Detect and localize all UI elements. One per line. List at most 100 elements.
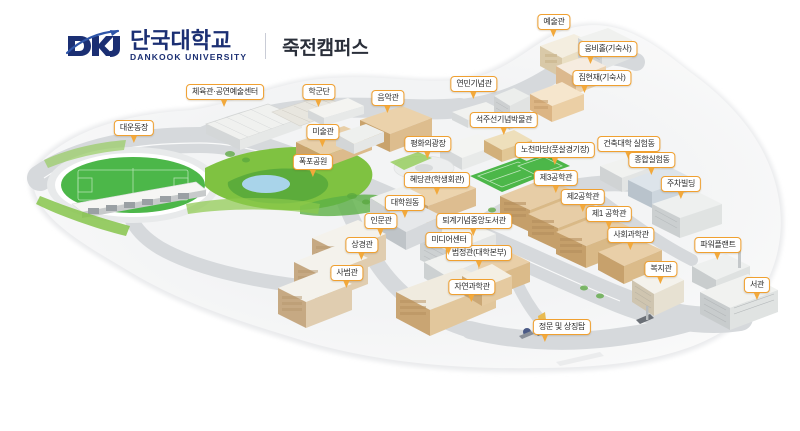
map-label-text: 제2공학관 xyxy=(560,189,606,205)
map-label-text: 자연과학관 xyxy=(448,279,496,295)
map-label-text: 복지관 xyxy=(644,261,678,277)
main-stadium xyxy=(47,147,219,223)
map-label-pointer-icon xyxy=(130,136,137,143)
map-label-seokjuseon-museum[interactable]: 석주선기념박물관 xyxy=(469,112,539,135)
map-label-pointer-icon xyxy=(605,222,612,229)
map-label-text: 웅비홀(기숙사) xyxy=(578,41,638,57)
map-label-pointer-icon xyxy=(586,57,593,64)
campus-name: 죽전캠퍼스 xyxy=(282,37,369,59)
map-label-pointer-icon xyxy=(657,277,664,284)
map-label-pointer-icon xyxy=(470,92,477,99)
map-label-pokpo-park[interactable]: 폭포공원 xyxy=(292,154,334,177)
map-label-hyedanggwan[interactable]: 혜당관(학생회관) xyxy=(403,172,471,195)
map-label-pointer-icon xyxy=(309,170,316,177)
green-patch-left xyxy=(36,140,130,236)
map-label-text: 주차빌딩 xyxy=(660,176,702,192)
map-label-media-center[interactable]: 미디어센터 xyxy=(425,232,473,255)
map-label-text: 노천마당(풋살경기장) xyxy=(514,142,596,158)
map-label-pointer-icon xyxy=(319,140,326,147)
map-label-pointer-icon xyxy=(358,253,365,260)
map-label-eumakgwan[interactable]: 음악관 xyxy=(371,90,405,113)
map-label-eng-hall-1[interactable]: 제1 공학관 xyxy=(585,206,633,229)
map-label-pyeonghwa-plaza[interactable]: 평화의광장 xyxy=(404,136,452,159)
south-gate-marker xyxy=(636,306,654,324)
map-label-text: 제1 공학관 xyxy=(585,206,633,222)
hakgundan-building xyxy=(308,98,364,126)
map-label-pointer-icon xyxy=(343,281,350,288)
map-label-pointer-icon xyxy=(753,293,760,300)
map-label-text: 석주선기념박물관 xyxy=(469,112,539,128)
map-label-text: 대운동장 xyxy=(113,120,155,136)
map-label-pointer-icon xyxy=(433,188,440,195)
map-label-pointer-icon xyxy=(468,295,475,302)
map-label-text: 사회과학관 xyxy=(607,227,655,243)
map-label-natural-science[interactable]: 자연과학관 xyxy=(448,279,496,302)
map-label-seogwan[interactable]: 서관 xyxy=(743,277,771,300)
map-label-text: 학군단 xyxy=(302,84,336,100)
map-label-text: 체육관·공연예술센터 xyxy=(186,84,264,100)
map-label-jiphyeonjae-dorm[interactable]: 집현재(기숙사) xyxy=(572,70,632,93)
map-label-text: 폭포공원 xyxy=(292,154,334,170)
map-label-nocheon-futsal[interactable]: 노천마당(풋살경기장) xyxy=(514,142,596,165)
map-label-ungbi-hall-dorm[interactable]: 웅비홀(기숙사) xyxy=(578,41,638,64)
map-label-text: 집현재(기숙사) xyxy=(572,70,632,86)
map-label-pointer-icon xyxy=(550,30,557,37)
map-label-text: 정문 및 상징탑 xyxy=(532,319,592,335)
map-label-text: 미디어센터 xyxy=(425,232,473,248)
map-label-main-gate-tower[interactable]: 정문 및 상징탑 xyxy=(532,319,592,342)
university-name-block: 단국대학교 DANKOOK UNIVERSITY xyxy=(130,29,247,62)
map-label-yeonmin-memorial[interactable]: 연민기념관 xyxy=(450,76,498,99)
map-label-pointer-icon xyxy=(579,205,586,212)
map-label-inmungwan[interactable]: 인문관 xyxy=(364,213,398,236)
map-label-pointer-icon xyxy=(648,168,655,175)
map-label-text: 퇴계기념중앙도서관 xyxy=(436,213,512,229)
map-label-yesulgwan[interactable]: 예술관 xyxy=(537,14,571,37)
map-label-beomjeonggwan-hq[interactable]: 범정관(대학본부) xyxy=(445,245,513,268)
map-label-text: 대학원동 xyxy=(384,195,426,211)
map-label-pointer-icon xyxy=(377,229,384,236)
map-label-sabeomgwan[interactable]: 사범관 xyxy=(330,265,364,288)
map-label-pointer-icon xyxy=(445,248,452,255)
map-label-toegye-library[interactable]: 퇴계기념중앙도서관 xyxy=(436,213,512,236)
map-label-pointer-icon xyxy=(552,186,559,193)
map-label-sanggyeonggwan[interactable]: 상경관 xyxy=(345,237,379,260)
map-label-text: 범정관(대학본부) xyxy=(445,245,513,261)
map-label-pointer-icon xyxy=(221,100,228,107)
map-label-gym-arts-center[interactable]: 체육관·공연예술센터 xyxy=(186,84,264,107)
map-label-text: 예술관 xyxy=(537,14,571,30)
parking-building-structure xyxy=(652,190,722,238)
map-label-integrated-lab[interactable]: 종합실험동 xyxy=(628,152,676,175)
map-label-pointer-icon xyxy=(677,192,684,199)
map-label-pointer-icon xyxy=(401,211,408,218)
map-label-arch-college-lab[interactable]: 건축대학 실험동 xyxy=(597,136,661,159)
map-label-daeundongjang[interactable]: 대운동장 xyxy=(113,120,155,143)
university-name-kr: 단국대학교 xyxy=(130,28,232,54)
map-label-eng-hall-2[interactable]: 제2공학관 xyxy=(560,189,606,212)
social-science-building xyxy=(598,238,662,284)
map-label-text: 인문관 xyxy=(364,213,398,229)
map-label-graduate-school[interactable]: 대학원동 xyxy=(384,195,426,218)
map-label-text: 서관 xyxy=(743,277,771,293)
map-label-text: 미술관 xyxy=(306,124,340,140)
map-label-parking-building[interactable]: 주차빌딩 xyxy=(660,176,702,199)
map-label-text: 건축대학 실험동 xyxy=(597,136,661,152)
pond xyxy=(242,175,290,193)
map-label-pointer-icon xyxy=(470,229,477,236)
map-label-pointer-icon xyxy=(580,86,587,93)
header-divider xyxy=(265,33,267,59)
map-label-eng-hall-3[interactable]: 제3공학관 xyxy=(533,170,579,193)
jiphyeonjae-dorm-building xyxy=(530,82,584,122)
map-label-welfare-hall[interactable]: 복지관 xyxy=(644,261,678,284)
page-header: 단국대학교 DANKOOK UNIVERSITY 죽전캠퍼스 xyxy=(66,24,369,68)
stadium-stands xyxy=(71,181,207,218)
map-label-misulgwan[interactable]: 미술관 xyxy=(306,124,340,147)
map-label-social-science[interactable]: 사회과학관 xyxy=(607,227,655,250)
map-label-pointer-icon xyxy=(541,335,548,342)
map-label-hakgundan[interactable]: 학군단 xyxy=(302,84,336,107)
map-label-text: 상경관 xyxy=(345,237,379,253)
map-label-text: 음악관 xyxy=(371,90,405,106)
map-label-power-plant[interactable]: 파워플랜트 xyxy=(694,237,742,260)
map-label-pointer-icon xyxy=(475,261,482,268)
